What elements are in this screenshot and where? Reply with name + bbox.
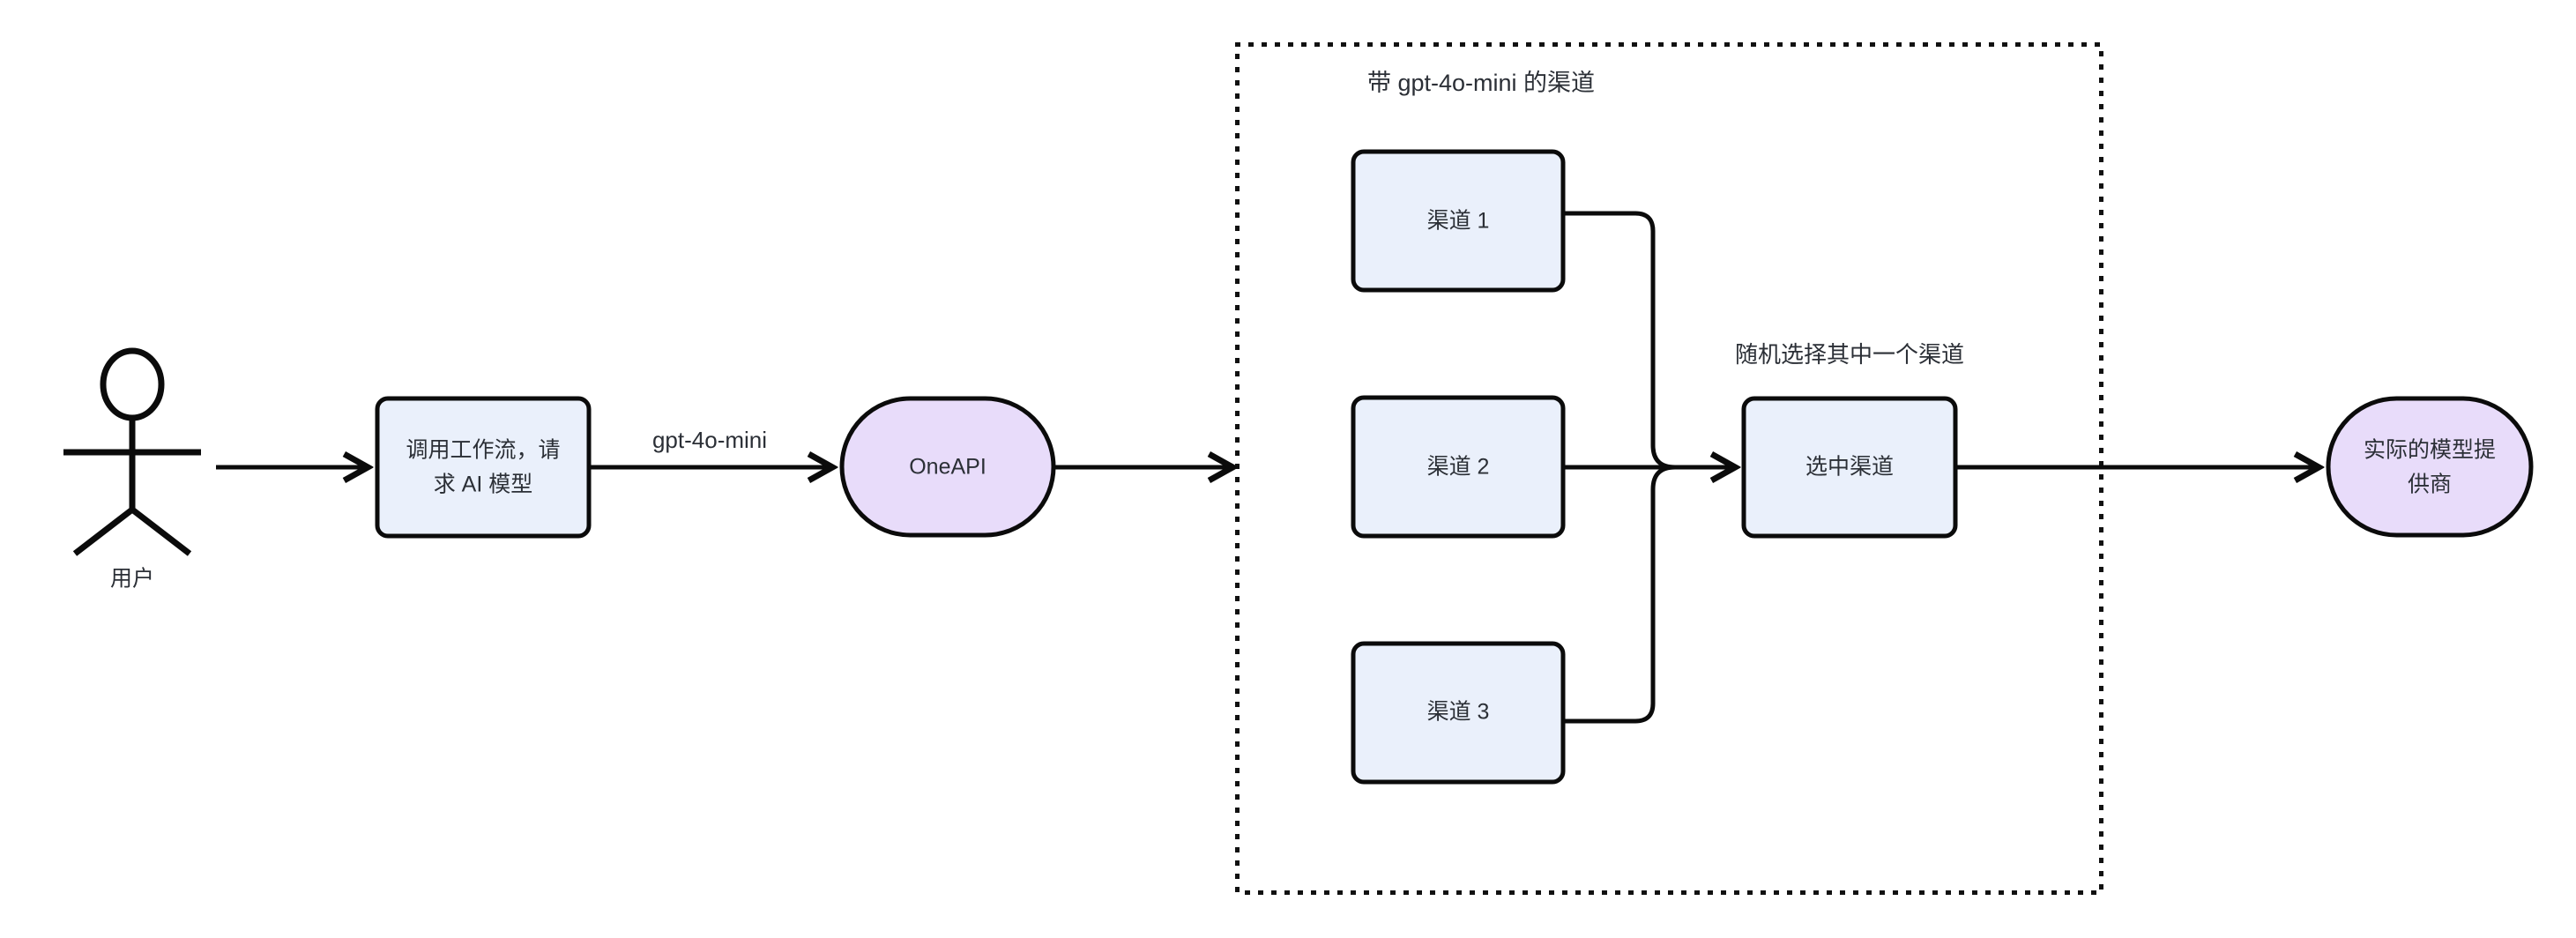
channel2-label: 渠道 2 bbox=[1427, 455, 1490, 480]
workflow-box[interactable] bbox=[375, 396, 592, 539]
provider-shape[interactable] bbox=[2326, 396, 2534, 538]
selected-channel-label: 选中渠道 bbox=[1805, 455, 1894, 480]
node-oneapi[interactable]: OneAPI bbox=[839, 396, 1056, 538]
edge-label-random-pick: 随机选择其中一个渠道 bbox=[1735, 341, 1964, 368]
channel1-label: 渠道 1 bbox=[1427, 209, 1490, 234]
channel1-box[interactable] bbox=[1351, 149, 1566, 293]
actor-label: 用户 bbox=[110, 567, 154, 592]
workflow-label-line2: 求 AI 模型 bbox=[434, 473, 533, 497]
node-channel-2[interactable]: 渠道 2 bbox=[1351, 395, 1566, 539]
workflow-label-line1: 调用工作流，请 bbox=[406, 438, 560, 463]
node-channel-1[interactable]: 渠道 1 bbox=[1351, 149, 1566, 293]
edge-channel1-to-selected bbox=[1563, 211, 1676, 470]
group-title-label: 带 gpt-4o-mini 的渠道 bbox=[1367, 70, 1595, 96]
channel3-label: 渠道 3 bbox=[1427, 700, 1490, 725]
channel3-box[interactable] bbox=[1351, 641, 1566, 785]
node-provider[interactable]: 实际的模型提 供商 bbox=[2326, 396, 2534, 538]
edge-channel3-to-selected bbox=[1563, 465, 1676, 724]
node-channel-3[interactable]: 渠道 3 bbox=[1351, 641, 1566, 785]
provider-label-line1: 实际的模型提 bbox=[2364, 438, 2496, 463]
provider-label-line2: 供商 bbox=[2408, 473, 2452, 497]
oneapi-label: OneAPI bbox=[909, 455, 986, 480]
user-actor: 用户 bbox=[63, 347, 201, 592]
node-workflow[interactable]: 调用工作流，请 求 AI 模型 bbox=[375, 396, 592, 539]
actor-head-icon bbox=[100, 347, 165, 421]
actor-legs-icon bbox=[72, 505, 192, 556]
edge-label-model-name: gpt-4o-mini bbox=[652, 427, 767, 453]
node-selected-channel[interactable]: 选中渠道 bbox=[1741, 396, 1958, 539]
